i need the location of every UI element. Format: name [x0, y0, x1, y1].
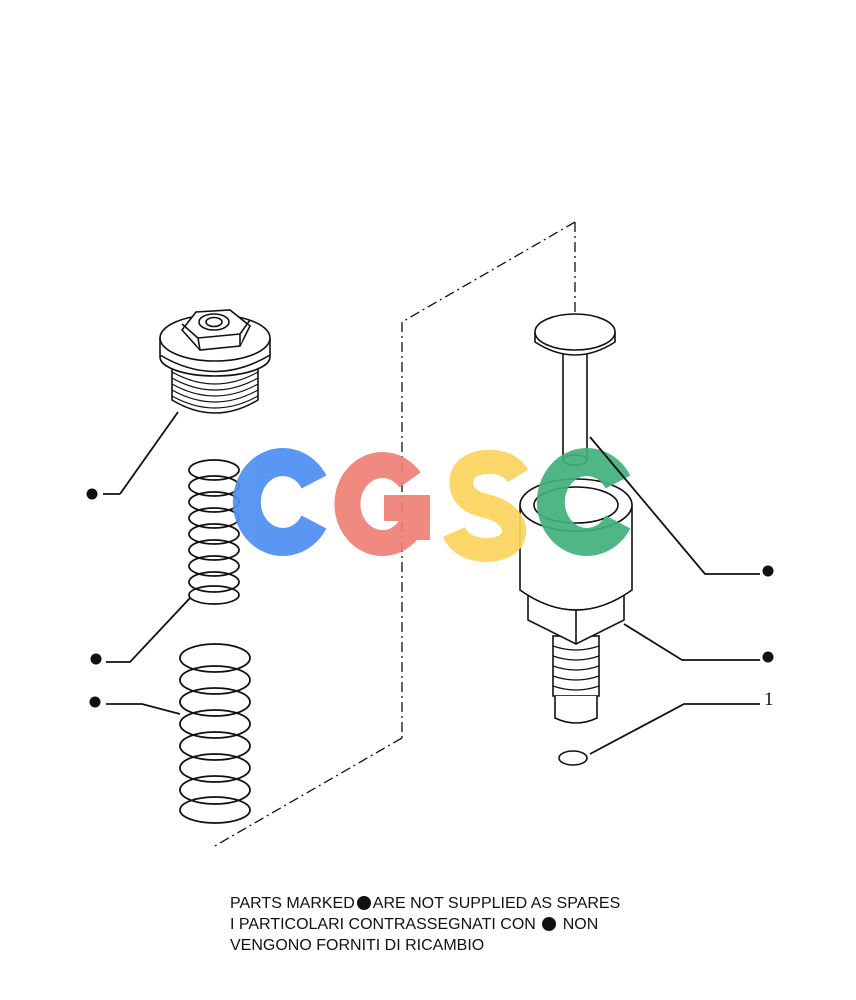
not-supplied-marker-small-spring: [90, 653, 102, 665]
not-supplied-marker-plug: [86, 488, 98, 500]
note-line-english: PARTS MARKED ARE NOT SUPPLIED AS SPARES: [230, 893, 830, 914]
large-spring-part: [179, 643, 251, 824]
not-supplied-marker-valve: [762, 565, 774, 577]
watermark-letter-c2: [536, 448, 631, 556]
note-line-italian-1: I PARTICOLARI CONTRASSEGNATI CON NON: [230, 914, 830, 935]
note-line-1-end: ARE NOT SUPPLIED AS SPARES: [372, 895, 621, 912]
note-line-1-start: PARTS MARKED: [230, 895, 355, 912]
valve-body-part: [519, 478, 633, 724]
plug-part: [159, 309, 271, 414]
valve-part: [534, 313, 616, 466]
bullet-marker-icon: [356, 896, 371, 910]
o-ring-part: [558, 750, 588, 766]
not-supplied-marker-valve-body: [762, 651, 774, 663]
watermark-logo: [232, 448, 631, 563]
not-supplied-marker-large-spring: [89, 696, 101, 708]
note-line-italian-2: VENGONO FORNITI DI RICAMBIO: [230, 937, 485, 954]
watermark-letter-s: [443, 449, 529, 563]
callout-number-o-ring: 1: [764, 689, 774, 710]
bullet-marker-icon: [542, 917, 557, 931]
watermark-letter-c1: [232, 448, 327, 556]
note-line-2-end: NON: [562, 916, 599, 933]
watermark-letter-g: [334, 452, 430, 556]
spares-note: PARTS MARKED ARE NOT SUPPLIED AS SPARES I…: [230, 893, 830, 956]
note-line-2-start: I PARTICOLARI CONTRASSEGNATI CON: [230, 916, 536, 933]
small-spring-part: [188, 459, 240, 605]
leader-lines: [103, 411, 760, 755]
